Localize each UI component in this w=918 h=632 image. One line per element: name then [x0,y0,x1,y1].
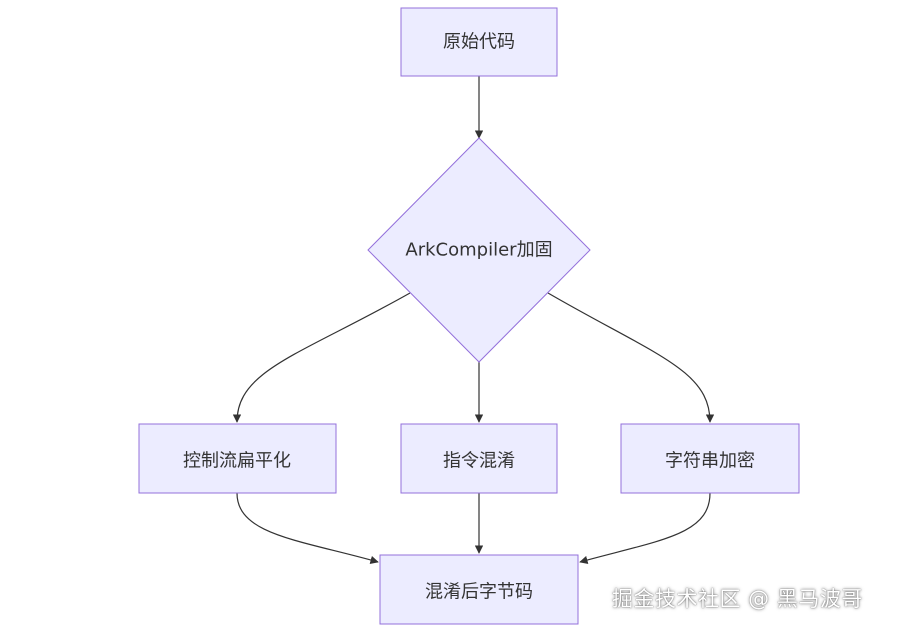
edge-control-flow-to-result [236,492,379,564]
node-obfuscated-bytecode-label: 混淆后字节码 [425,582,533,603]
node-instruction-obfuscation: 指令混淆 [400,423,558,494]
node-obfuscated-bytecode: 混淆后字节码 [379,554,579,625]
edge-decision-to-string-enc [547,292,715,423]
node-control-flow-flattening: 控制流扁平化 [138,423,337,494]
node-arkcompiler-label: ArkCompiler加固 [405,240,552,261]
node-control-flow-label: 控制流扁平化 [183,451,291,472]
node-source-code: 原始代码 [400,7,558,77]
edge-decision-to-control-flow [232,292,411,423]
watermark-text: 掘金技术社区 @ 黑马波哥 [612,587,863,611]
node-arkcompiler-decision: ArkCompiler加固 [367,137,591,363]
node-string-encryption: 字符串加密 [620,423,800,494]
node-source-code-label: 原始代码 [443,32,515,53]
node-string-encryption-label: 字符串加密 [665,451,755,472]
node-instruction-label: 指令混淆 [443,451,515,472]
edge-string-enc-to-result [579,492,711,565]
